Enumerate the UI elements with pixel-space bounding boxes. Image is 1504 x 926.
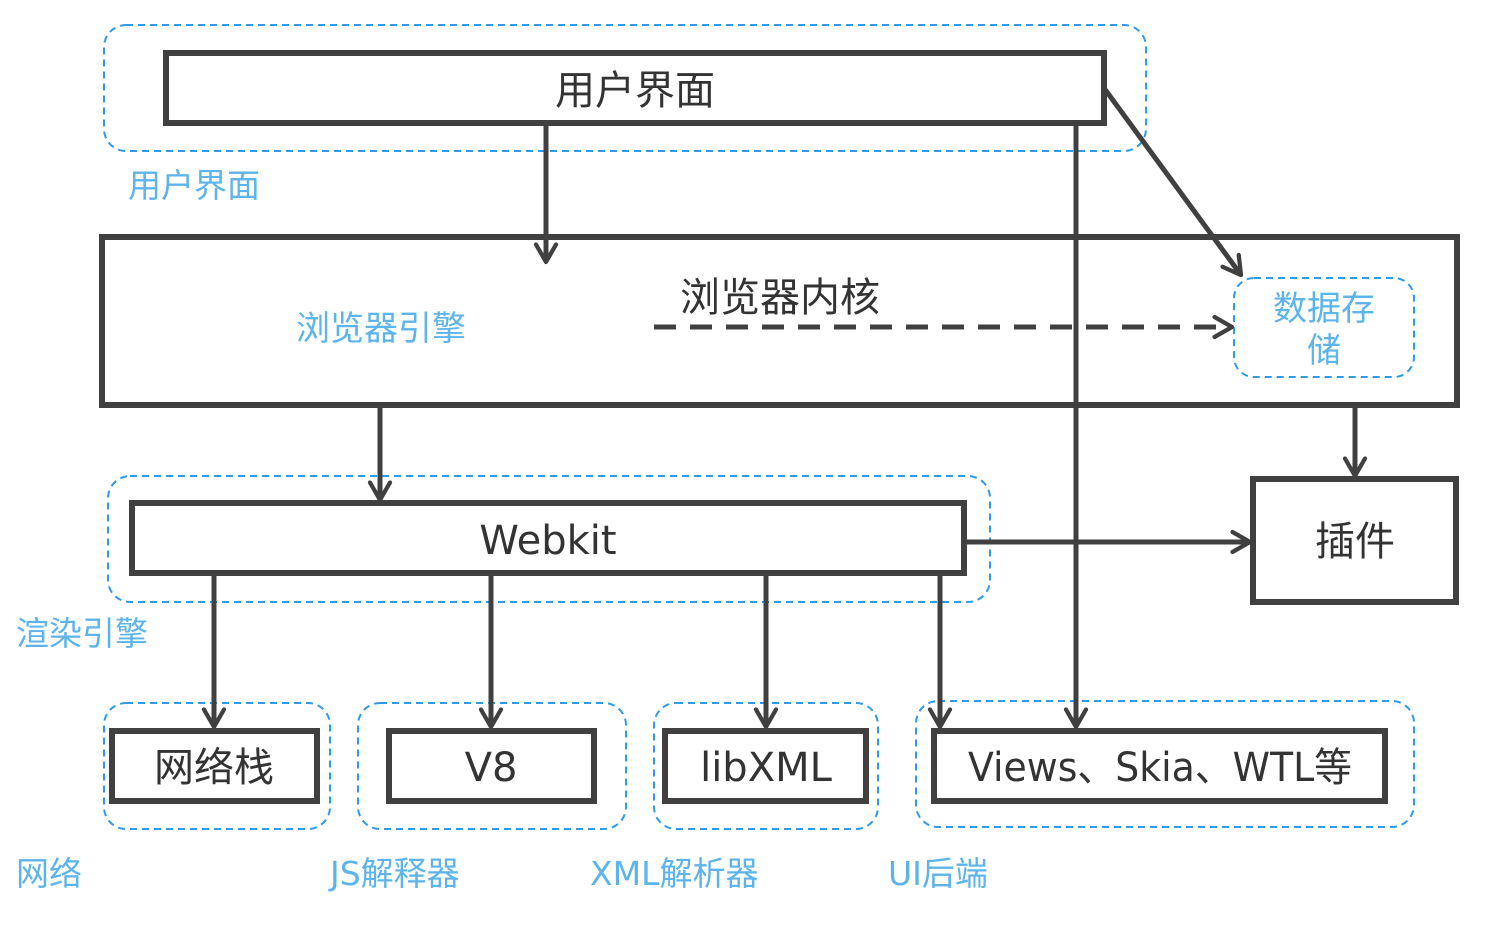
user-interface-box [163, 50, 1107, 126]
v8-box [386, 728, 597, 804]
user-interface-label: 用户界面 [555, 68, 715, 114]
ui-group-region [103, 24, 1147, 152]
render-engine-label: 渲染引擎 [16, 614, 148, 653]
ui-group-label: 用户界面 [128, 166, 260, 205]
render-engine-region [107, 475, 991, 603]
libxml-label: libXML [700, 745, 833, 791]
ui-backend-region [915, 700, 1415, 828]
views-label: Views、Skia、WTL等 [968, 745, 1352, 791]
xml-parser-label: XML解析器 [590, 854, 758, 893]
arrow-ui-to-data-storage [1101, 86, 1244, 278]
v8-label: V8 [465, 745, 518, 791]
network-label: 网络 [16, 854, 82, 893]
ui-backend-label: UI后端 [888, 854, 988, 893]
webkit-label: Webkit [479, 518, 616, 564]
views-box [931, 728, 1388, 804]
browser-engine-label: 浏览器引擎 [296, 309, 466, 349]
plugin-label: 插件 [1315, 519, 1395, 565]
plugin-box [1250, 476, 1459, 605]
data-storage-label-line1: 数据存 [1273, 289, 1375, 329]
network-stack-label: 网络栈 [154, 745, 274, 791]
js-interpreter-label: JS解释器 [328, 854, 460, 893]
network-region [103, 702, 331, 830]
data-storage-label-line2: 储 [1307, 331, 1341, 371]
browser-kernel-label: 浏览器内核 [680, 275, 880, 321]
libxml-box [662, 728, 869, 804]
webkit-box [129, 500, 967, 576]
network-stack-box [109, 728, 320, 804]
